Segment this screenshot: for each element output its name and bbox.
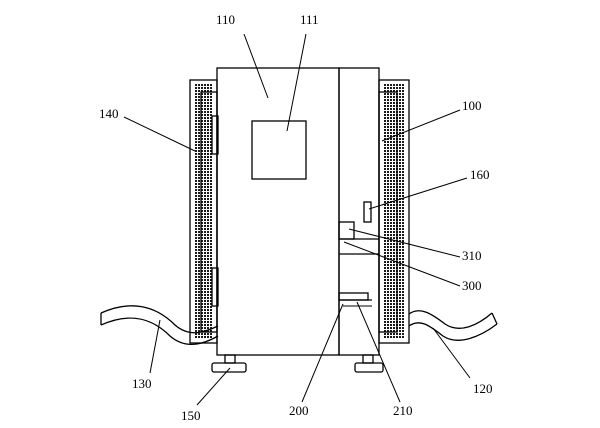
label-100: 100 — [462, 98, 482, 113]
label-140: 140 — [99, 106, 119, 121]
left-foot — [211, 354, 247, 373]
label-120: 120 — [473, 381, 493, 396]
label-130: 130 — [132, 376, 152, 391]
upper-hinge — [211, 115, 219, 155]
label-111: 111 — [300, 12, 319, 27]
label-160: 160 — [470, 167, 490, 182]
label-150: 150 — [181, 408, 201, 423]
cabinet-front-door — [216, 67, 340, 356]
left-pipe — [100, 305, 219, 345]
label-200: 200 — [289, 403, 309, 418]
cabinet-side-body — [338, 67, 380, 356]
display-window — [251, 120, 307, 180]
filter-pad — [338, 292, 369, 301]
leader-lines — [123, 33, 471, 406]
right-foot — [354, 354, 384, 373]
label-210: 210 — [393, 403, 413, 418]
label-300: 300 — [462, 278, 482, 293]
label-110: 110 — [216, 12, 235, 27]
left-insulation-layer — [189, 79, 218, 344]
lower-hinge — [211, 267, 219, 307]
label-310: 310 — [462, 248, 482, 263]
side-switch — [363, 201, 372, 223]
right-insulation-layer — [378, 79, 410, 344]
sensor-block — [338, 221, 355, 240]
right-pipe — [408, 310, 498, 341]
